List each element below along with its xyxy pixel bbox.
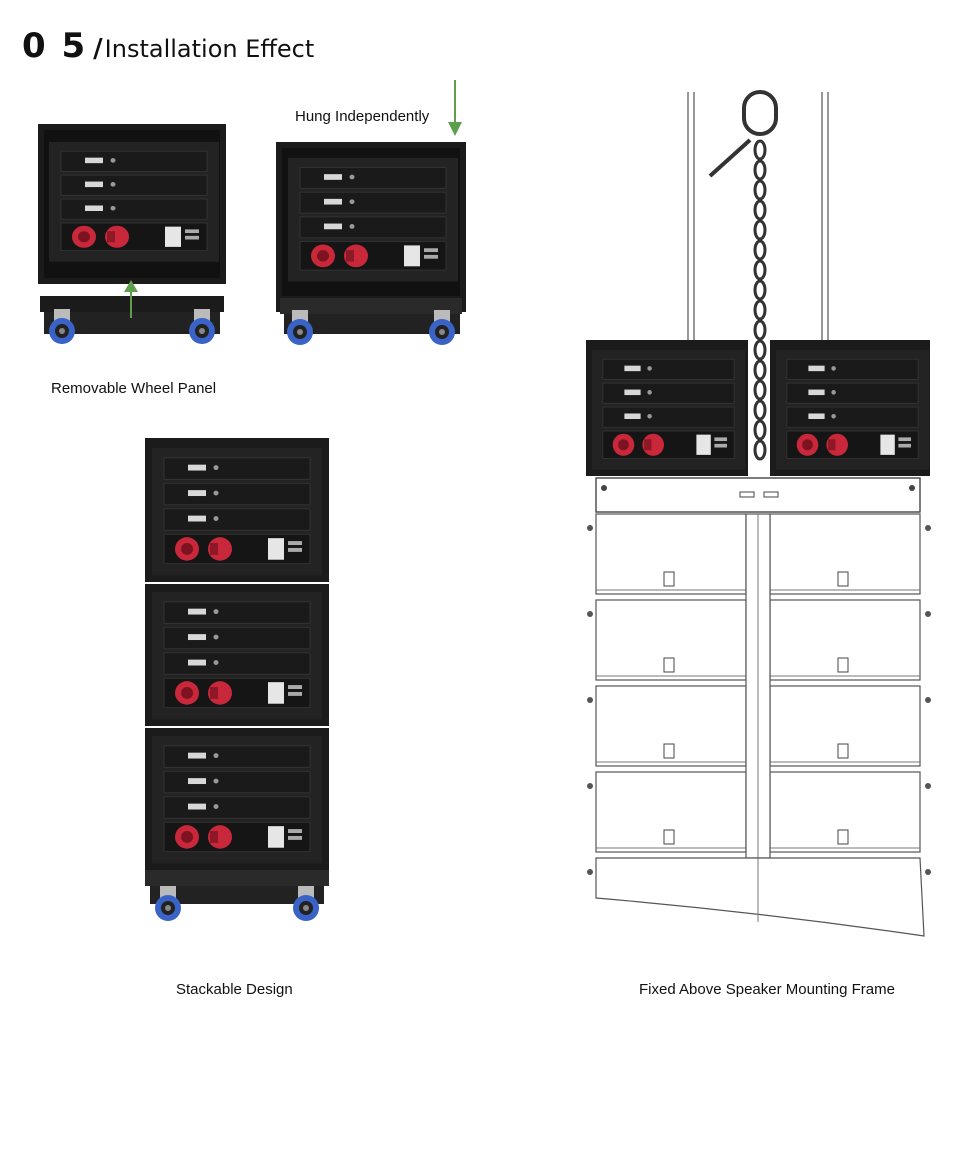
section-heading: Installation Effect [104, 35, 315, 63]
title-slash: / [93, 34, 103, 64]
speaker-mounting-frame [586, 90, 931, 937]
label-hung-independently: Hung Independently [295, 108, 430, 125]
label-mounting-frame: Fixed Above Speaker Mounting Frame [639, 981, 895, 998]
cabinet-stack [145, 438, 329, 921]
cabinet-hung-independently [276, 80, 466, 345]
section-number: 0 5 [22, 26, 88, 66]
section-title: 0 5/Installation Effect [22, 26, 314, 66]
label-stackable-design: Stackable Design [176, 981, 293, 998]
label-removable-wheel-panel: Removable Wheel Panel [51, 380, 217, 397]
cabinet-removable-wheel [38, 124, 226, 344]
